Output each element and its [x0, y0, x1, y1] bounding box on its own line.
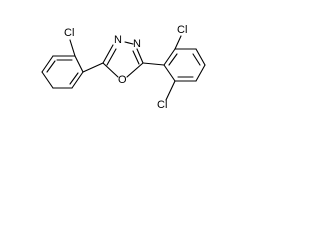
- bond: [102, 62, 119, 78]
- double-bond-inner: [46, 60, 56, 73]
- double-bond-inner: [168, 53, 178, 66]
- bond: [142, 62, 165, 66]
- double-bond-inner: [192, 53, 201, 66]
- bond: [102, 44, 114, 64]
- chlorine-label: Cl: [64, 27, 74, 39]
- bond: [74, 55, 84, 73]
- right-phenyl-ring: [163, 48, 206, 82]
- chlorine-label: Cl: [157, 99, 167, 111]
- bond: [82, 62, 104, 73]
- bond: [195, 48, 206, 66]
- double-bond-inner: [132, 50, 140, 65]
- molecule-structure: Cl N N O Cl Cl: [41, 24, 206, 111]
- bond: [163, 48, 176, 66]
- bond: [126, 62, 144, 78]
- bond: [165, 80, 176, 101]
- bond: [41, 71, 54, 89]
- bond: [41, 55, 54, 73]
- oxygen-label: O: [118, 74, 127, 86]
- nitrogen-label: N: [114, 34, 122, 46]
- double-bond-inner: [69, 72, 79, 85]
- chlorine-label: Cl: [177, 24, 187, 36]
- bond: [163, 64, 176, 82]
- oxadiazole-ring: [102, 41, 144, 78]
- bond: [195, 64, 206, 82]
- bond: [136, 48, 144, 64]
- bond: [124, 41, 134, 45]
- double-bond-inner: [106, 48, 117, 66]
- nitrogen-label: N: [133, 38, 141, 50]
- bond: [174, 35, 182, 50]
- bond: [71, 71, 84, 89]
- bond: [69, 39, 76, 57]
- left-phenyl-ring: [41, 55, 84, 89]
